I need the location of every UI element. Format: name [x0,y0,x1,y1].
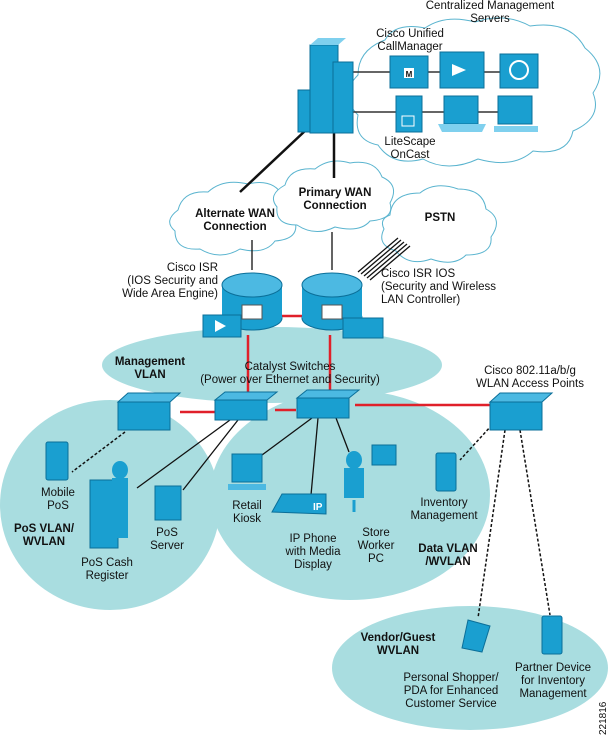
inventory-mgmt-label: Inventory Management [410,497,478,522]
wireless-lan-controller-icon [342,317,384,339]
workstation-icon [494,95,538,132]
figure-id: 221816 [598,701,609,735]
personal-shopper-label: Personal Shopper/ PDA for Enhanced Custo… [403,672,499,710]
vendor-vlan-area [332,606,608,730]
wan-links [239,129,336,193]
pda-hand-icon [461,619,491,653]
pos-cash-register-label: PoS Cash Register [81,557,133,582]
router-uplinks [251,232,411,281]
ip-phone-label: IP Phone with Media Display [285,533,341,571]
alternate-wan-cloud [169,181,298,256]
analyzer-server-icon [439,51,485,89]
vendor-vlan-label: Vendor/Guest WVLAN [360,632,436,657]
hq-building-icon [297,38,354,134]
primary-wan-label: Primary WAN Connection [298,187,372,212]
mobile-pos-icon [45,441,69,481]
retail-kiosk-icon [228,453,266,490]
partner-device-label: Partner Device for Inventory Management [514,662,592,700]
svg-text:M: M [406,70,413,79]
management-vlan-label: Management VLAN [114,356,186,381]
data-vlan-label: Data VLAN /WVLAN [418,543,478,568]
isr-right-label: Cisco ISR IOS (Security and Wireless LAN… [381,268,497,306]
pos-server-label: PoS Server [150,527,184,552]
wireless-links [71,424,551,619]
pos-cash-register-icon [89,461,128,549]
pstn-label: PSTN [424,212,456,224]
device-links [136,417,350,496]
pos-server-icon [154,485,182,521]
partner-device-icon [541,615,563,655]
catalyst-switches-label: Catalyst Switches (Power over Ethernet a… [200,361,380,386]
access-points-label: Cisco 802.11a/b/g WLAN Access Points [475,365,584,390]
store-worker-pc-icon [344,444,397,512]
monitor-server-icon [499,53,539,89]
litescape-label: LiteScape OnCast [384,136,436,161]
access-point-left-icon [116,392,182,431]
ip-phone-icon: IP [271,493,327,515]
isr-left-label: Cisco ISR (IOS Security and Wide Area En… [122,262,218,300]
isr-router-left-icon [221,272,283,331]
retail-kiosk-label: Retail Kiosk [232,500,262,525]
mobile-pos-label: Mobile PoS [41,487,75,512]
alternate-wan-label: Alternate WAN Connection [195,208,275,233]
secure-laptop-icon [438,95,486,132]
pstn-cloud [381,185,497,263]
mgmt-servers-label: Centralized Management Servers [425,0,555,25]
callmanager-server-icon: M [389,55,429,89]
callmanager-label: Cisco Unified CallManager [376,28,444,53]
wide-area-engine-icon [202,314,242,338]
svg-text:IP: IP [313,502,323,513]
primary-wan-cloud [272,160,395,232]
catalyst-switch-right-icon [295,389,361,419]
store-worker-pc-label: Store Worker PC [357,527,395,565]
inventory-device-icon [435,452,457,492]
catalyst-switch-left-icon [213,391,279,421]
litescape-server-icon [395,95,423,133]
pos-vlan-label: PoS VLAN/ WVLAN [13,523,75,548]
management-vlan-area [102,327,442,403]
access-point-right-icon [488,392,554,431]
lan-links [180,314,492,414]
